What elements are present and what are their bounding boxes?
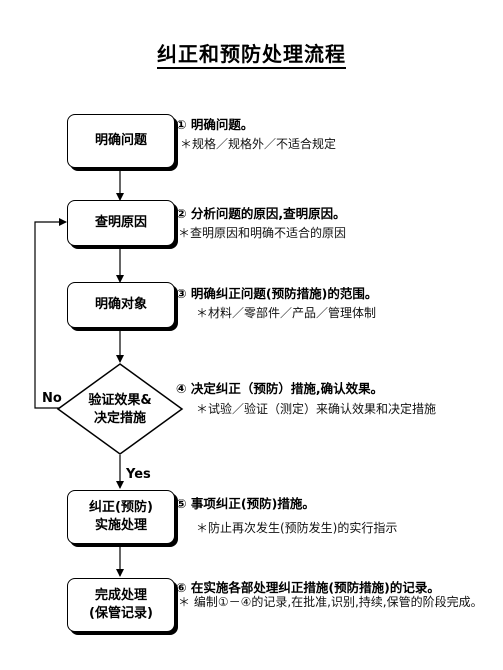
node-implement-line2: 实施处理 [94,518,147,533]
node-find-cause: 查明原因 [67,200,175,246]
node-complete-line1: 完成处理 [94,588,147,603]
step-3-heading: ③ 明确纠正问题(预防措施)的范围。 [176,286,378,301]
node-implement-line1: 纠正(预防) [89,500,153,515]
page-title: 纠正和预防处理流程 [0,38,503,69]
step-4-heading: ④ 决定纠正（预防）措施,确认效果。 [176,381,384,396]
step-2-note: ＊查明原因和明确不适合的原因 [178,226,347,240]
step-5-heading: ⑤ 事项纠正(预防)措施。 [176,496,315,511]
node-define-scope: 明确对象 [67,282,175,328]
page-title-text: 纠正和预防处理流程 [157,42,346,69]
step-1-heading: ① 明确问题。 [176,117,254,132]
step-2-heading: ② 分析问题的原因,查明原因。 [176,206,346,221]
yes-label: Yes [126,467,151,482]
step-6-heading: ⑥ 在实施各部处理纠正措施(预防措施)的记录。 [176,580,440,595]
node-define-problem-label: 明确问题 [94,133,147,148]
decision-label: 验证效果& 决定措施 [70,392,170,428]
decision-diamond [56,363,184,455]
step-3-note: ＊材料／零部件／产品／管理体制 [196,306,377,320]
step-4-note: ＊试验／验证（测定）来确认效果和决定措施 [196,402,437,416]
step-5-note: ＊防止再次发生(预防发生)的实行指示 [196,521,398,535]
decision-label-line2: 决定措施 [93,411,146,426]
node-find-cause-label: 查明原因 [94,215,147,230]
step-6-note: ＊ 编制①－④的记录,在批准,识别,持续,保管的阶段完成。 [178,595,483,609]
decision-label-line1: 验证效果& [88,393,152,408]
node-define-problem: 明确问题 [67,114,175,168]
no-label: No [42,391,62,406]
node-complete: 完成处理 (保管记录) [67,578,175,632]
node-implement: 纠正(预防) 实施处理 [67,490,175,544]
step-1-note: ＊规格／规格外／不适合规定 [180,137,337,151]
no-loop-arrow [34,218,67,409]
node-complete-line2: (保管记录) [89,606,153,621]
node-define-scope-label: 明确对象 [94,297,147,312]
